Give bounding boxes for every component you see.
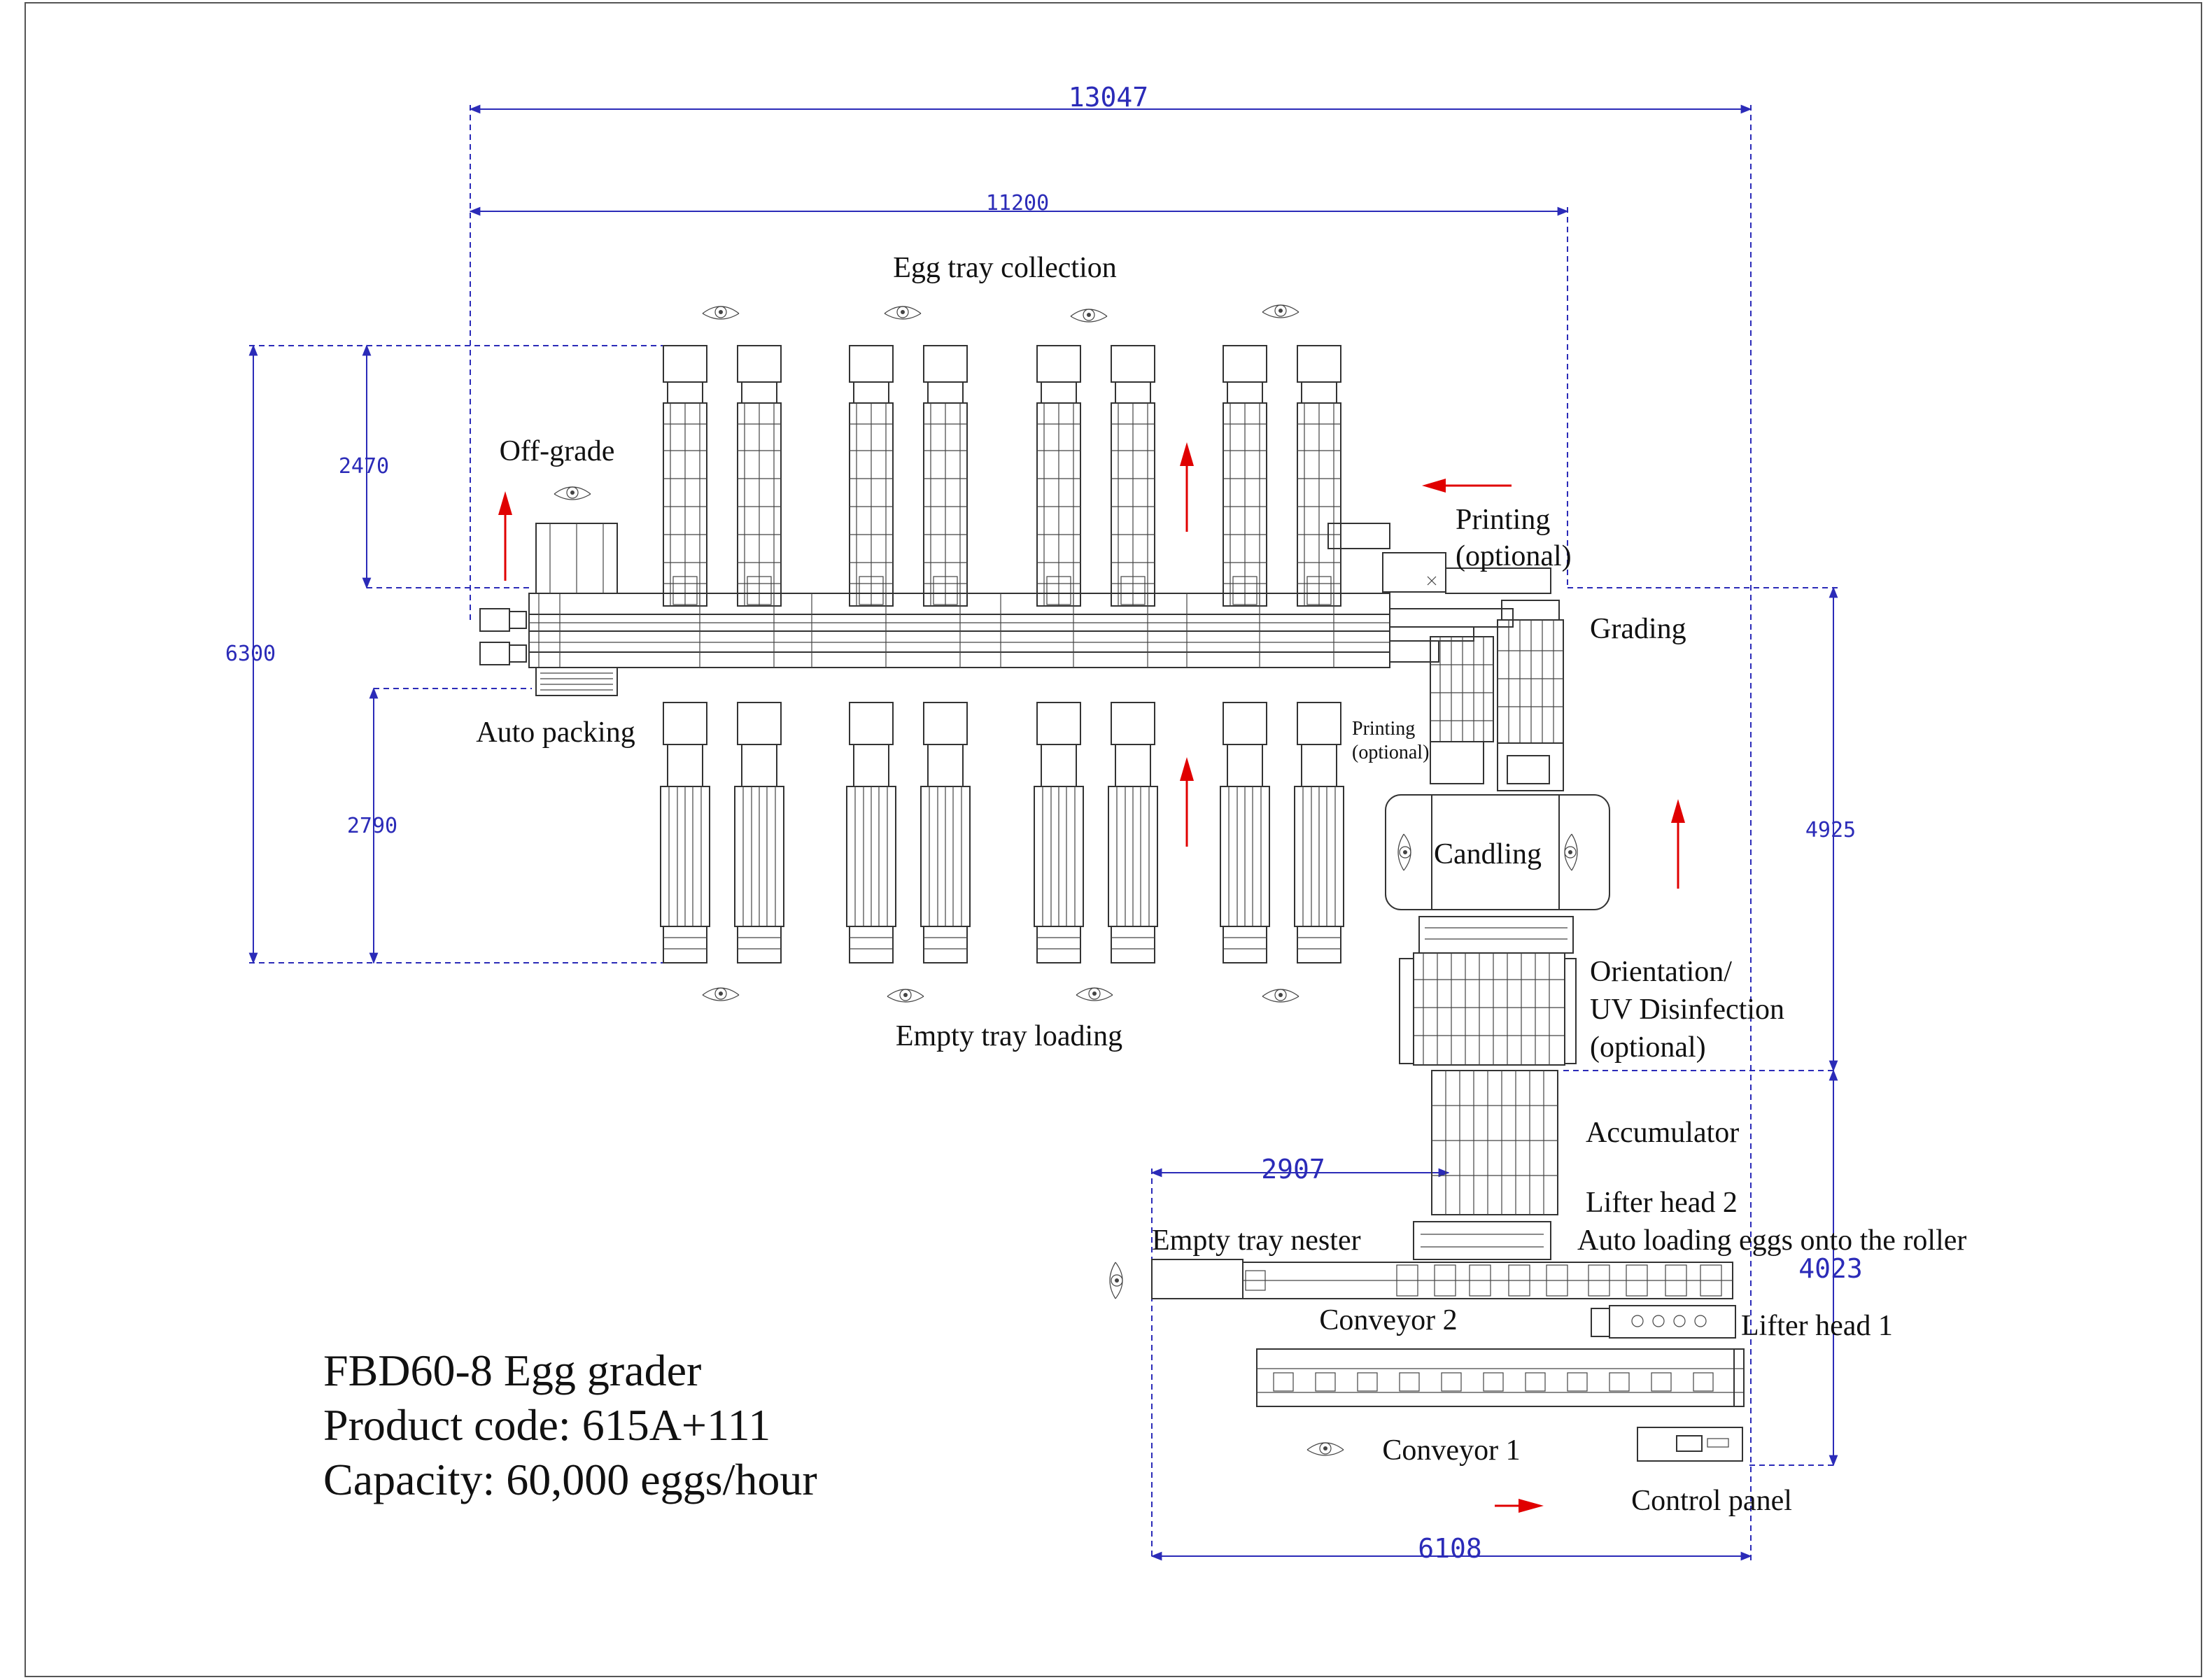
label-empty-tray-loading: Empty tray loading <box>896 1020 1122 1052</box>
conveyor-2-unit <box>1151 1259 1733 1299</box>
label-control-panel: Control panel <box>1631 1485 1792 1517</box>
product-code: Product code: 615A+111 <box>323 1400 770 1450</box>
eye-icon <box>1262 304 1299 318</box>
main-rail <box>479 593 1514 668</box>
label-printing-mid-optional: (optional) <box>1352 742 1429 763</box>
operator-viewpoints <box>554 304 1578 1456</box>
eye-icon <box>702 987 740 1001</box>
printer-mid-unit <box>1430 636 1494 784</box>
label-orientation: Orientation/ <box>1590 956 1732 988</box>
arrow-icon <box>1495 1499 1544 1513</box>
label-grading: Grading <box>1590 613 1686 645</box>
label-auto-loading: Auto loading eggs onto the roller <box>1577 1224 1966 1257</box>
orientation-unit <box>1399 916 1577 1066</box>
label-egg-tray-collection: Egg tray collection <box>893 252 1117 284</box>
dim-loader-length: 6108 <box>1418 1533 1482 1564</box>
accumulator-unit <box>1431 1070 1558 1215</box>
label-off-grade: Off-grade <box>500 435 615 467</box>
label-lifter-head-2: Lifter head 2 <box>1586 1187 1738 1219</box>
label-printing-mid: Printing <box>1352 718 1415 740</box>
label-orientation-optional: (optional) <box>1590 1031 1706 1064</box>
eye-icon <box>1076 987 1113 1001</box>
dim-overall-length: 13047 <box>1069 82 1148 113</box>
eye-icon <box>1564 833 1578 871</box>
label-conveyor-2: Conveyor 2 <box>1319 1304 1457 1336</box>
arrow-icon <box>1180 442 1194 532</box>
dim-right-height: 4925 <box>1805 818 1856 842</box>
auto-packing-station <box>535 667 618 696</box>
dim-nester-length: 2907 <box>1261 1154 1325 1185</box>
dim-loader-height: 4023 <box>1798 1253 1863 1284</box>
eye-icon <box>1109 1262 1123 1299</box>
arrow-icon <box>1671 799 1685 889</box>
flow-arrows <box>498 442 1685 1513</box>
control-panel-unit <box>1637 1427 1743 1462</box>
label-conveyor-1: Conveyor 1 <box>1382 1434 1520 1467</box>
eye-icon <box>702 306 740 320</box>
eye-icon <box>1262 989 1299 1003</box>
eye-icon <box>1306 1442 1344 1456</box>
off-grade-station <box>535 523 618 594</box>
dim-grader-length: 11200 <box>986 191 1049 216</box>
label-empty-tray-nester: Empty tray nester <box>1152 1224 1361 1257</box>
arrow-icon <box>1180 757 1194 847</box>
label-candling: Candling <box>1434 838 1542 870</box>
label-uv-disinfection: UV Disinfection <box>1590 994 1784 1026</box>
conveyor-1-unit <box>1256 1348 1745 1407</box>
capacity: Capacity: 60,000 eggs/hour <box>323 1455 817 1504</box>
printer-top-unit <box>1327 523 1551 594</box>
eye-icon <box>1070 309 1108 323</box>
arrow-icon <box>1422 479 1512 493</box>
dim-upper-width: 2470 <box>339 454 389 479</box>
model-name: FBD60-8 Egg grader <box>323 1346 701 1395</box>
dim-overall-width: 6300 <box>225 642 276 666</box>
station-labels: Egg tray collection Off-grade Auto packi… <box>476 252 1966 1517</box>
dimension-lines <box>248 104 1838 1561</box>
eye-icon <box>1397 833 1411 871</box>
title-block: FBD60-8 Egg grader Product code: 615A+11… <box>323 1346 817 1504</box>
grading-unit <box>1497 600 1564 791</box>
dim-lower-width: 2790 <box>347 814 397 838</box>
grader-lanes <box>660 345 1344 963</box>
label-lifter-head-1: Lifter head 1 <box>1741 1310 1893 1342</box>
label-auto-packing: Auto packing <box>476 717 635 749</box>
dimension-values: 13047 11200 6300 2470 2790 4925 4023 290… <box>225 82 1863 1564</box>
eye-icon <box>884 306 922 320</box>
arrow-icon <box>498 491 512 581</box>
lifter-head-1-unit <box>1591 1305 1736 1339</box>
label-printing-top: Printing <box>1456 504 1550 536</box>
lifter-head-2-unit <box>1413 1221 1551 1260</box>
eye-icon <box>554 486 591 500</box>
candling-unit <box>1385 794 1610 910</box>
label-printing-top-optional: (optional) <box>1456 540 1572 572</box>
eye-icon <box>887 989 924 1003</box>
sheet-border <box>24 2 2202 1677</box>
label-accumulator: Accumulator <box>1586 1117 1739 1149</box>
